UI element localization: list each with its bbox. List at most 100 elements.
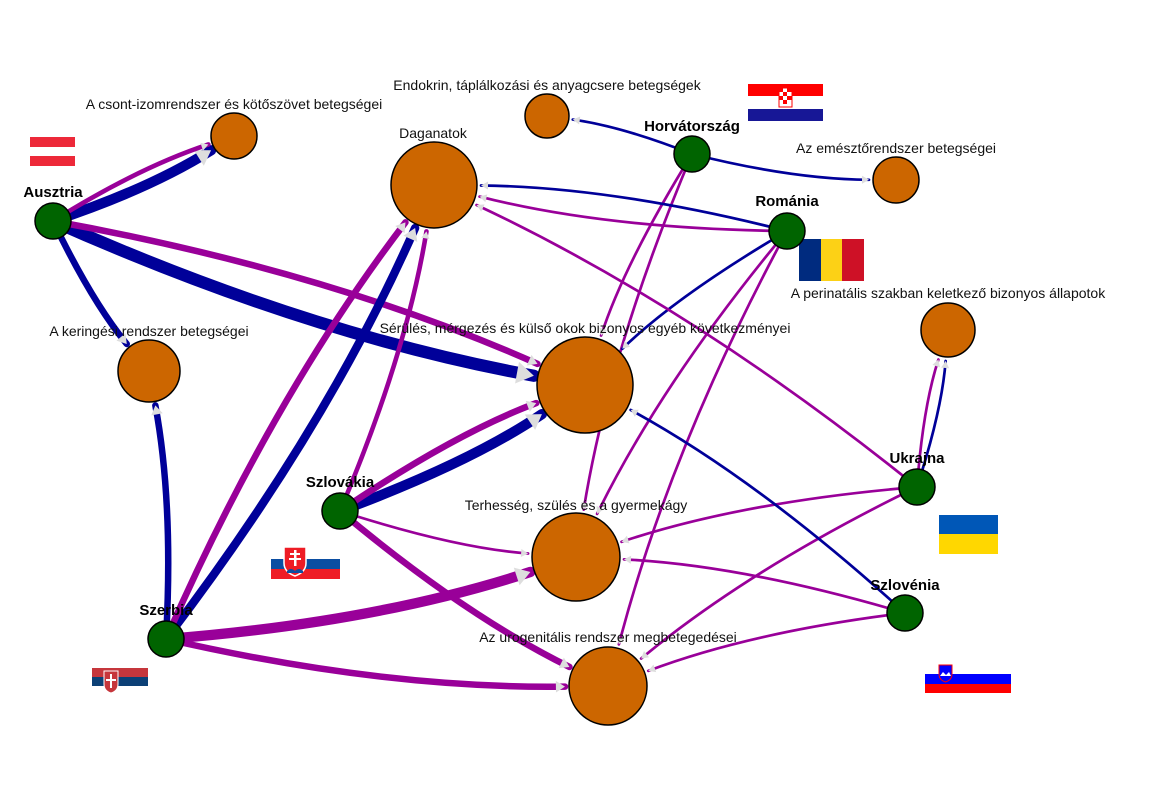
edge-ukrajna-pregnancy: [620, 485, 919, 544]
edge-romania-neoplasms: [478, 195, 789, 233]
label-neoplasms: Daganatok: [399, 125, 468, 141]
flag-austria-icon: [30, 137, 75, 166]
arrowhead: [151, 405, 163, 416]
edge-romania-neoplasms: [479, 184, 789, 233]
arrowhead: [555, 680, 566, 693]
flag-serbia-icon: [92, 668, 148, 695]
arrowhead: [193, 150, 212, 166]
edge-szlovenia-injury: [629, 408, 907, 615]
label-circulatory: A keringési rendszer betegségei: [49, 323, 248, 339]
arrowhead: [524, 414, 542, 430]
arrowhead: [403, 228, 418, 242]
node-urogenital[interactable]: [568, 646, 648, 726]
arrowhead: [200, 142, 209, 151]
edge-horvatorszag-digestive: [690, 152, 871, 182]
node-horvatorszag[interactable]: [673, 135, 711, 173]
edge-ausztria-injury: [46, 214, 540, 382]
arrowhead: [861, 175, 870, 184]
edge-szerbia-circulatory: [152, 402, 172, 643]
edge-horvatorszag-injury: [599, 152, 694, 337]
arrowhead: [616, 636, 625, 645]
label-szlovakia: Szlovákia: [306, 474, 375, 491]
arrowhead: [520, 548, 529, 557]
arrowhead: [513, 567, 531, 586]
flag-croatia-icon: [748, 84, 823, 121]
node-ausztria[interactable]: [34, 202, 72, 240]
arrowhead: [395, 222, 406, 234]
node-ukrajna[interactable]: [898, 468, 936, 506]
flag-romania-icon: [799, 239, 864, 281]
edge-szlovenia-urogenital: [646, 611, 907, 673]
arrowhead: [580, 502, 589, 510]
arrowhead: [421, 231, 430, 239]
label-endocrine: Endokrin, táplálkozási és anyagcsere bet…: [393, 77, 701, 93]
node-romania[interactable]: [768, 212, 806, 250]
node-endocrine[interactable]: [524, 93, 570, 139]
arrowhead: [479, 194, 488, 203]
node-szlovenia[interactable]: [886, 594, 924, 632]
arrowhead: [476, 204, 485, 212]
edge-romania-urogenital: [617, 229, 789, 646]
arrowhead: [596, 505, 604, 514]
arrowhead: [623, 555, 632, 564]
label-szlovenia: Szlovénia: [870, 577, 940, 594]
arrowhead: [525, 400, 537, 412]
edge-szlovakia-injury: [336, 399, 540, 515]
label-perinatal: A perinatális szakban keletkező bizonyos…: [791, 285, 1106, 301]
flag-slovenia-icon: [925, 664, 1011, 693]
arrowhead: [116, 333, 127, 344]
edge-szerbia-neoplasms: [161, 223, 420, 644]
node-szlovakia[interactable]: [321, 492, 359, 530]
arrowhead: [526, 354, 538, 366]
flag-slovakia-icon: [271, 546, 340, 579]
labels-layer: A csont-izomrendszer és kötőszövet beteg…: [23, 77, 1106, 645]
node-perinatal[interactable]: [920, 302, 976, 358]
edge-ausztria-musculoskeletal: [50, 142, 211, 224]
node-circulatory[interactable]: [117, 339, 181, 403]
label-musculoskeletal: A csont-izomrendszer és kötőszövet beteg…: [86, 96, 383, 112]
edge-szlovakia-neoplasms: [337, 229, 429, 514]
arrowhead: [621, 535, 630, 544]
arrowhead: [941, 360, 950, 369]
node-neoplasms[interactable]: [390, 141, 478, 229]
edge-szlovenia-pregnancy: [622, 558, 907, 615]
node-digestive[interactable]: [872, 156, 920, 204]
label-injury: Sérülés, mérgezés és külső okok bizonyos…: [380, 320, 791, 336]
label-ausztria: Ausztria: [23, 184, 83, 201]
edge-ukrajna-neoplasms: [475, 203, 919, 489]
arrowhead: [599, 327, 608, 336]
edge-ausztria-circulatory: [49, 217, 131, 348]
flags-layer: [30, 84, 1011, 695]
edge-romania-pregnancy: [595, 229, 789, 516]
edge-ausztria-injury: [49, 217, 541, 368]
arrowhead: [932, 359, 941, 368]
arrowhead: [480, 181, 489, 190]
arrowhead: [622, 341, 631, 349]
node-pregnancy[interactable]: [531, 512, 621, 602]
label-szerbia: Szerbia: [139, 602, 193, 619]
edges-layer: [46, 116, 950, 693]
edge-szerbia-urogenital: [162, 635, 569, 690]
label-romania: Románia: [755, 193, 819, 210]
edge-szerbia-pregnancy: [160, 566, 536, 645]
edge-ausztria-musculoskeletal: [47, 145, 217, 227]
label-digestive: Az emésztőrendszer betegségei: [796, 140, 996, 156]
edge-szlovakia-injury: [334, 408, 548, 517]
node-szerbia[interactable]: [147, 620, 185, 658]
node-injury[interactable]: [536, 336, 634, 434]
edge-szerbia-neoplasms: [162, 219, 409, 643]
arrowhead: [572, 116, 581, 125]
flag-ukraine-icon: [939, 515, 998, 554]
label-pregnancy: Terhesség, szülés és a gyermekágy: [465, 497, 688, 513]
label-ukrajna: Ukrajna: [889, 450, 945, 467]
arrowhead: [515, 361, 534, 384]
edge-szlovakia-urogenital: [336, 507, 573, 671]
edge-szlovakia-pregnancy: [338, 509, 530, 555]
nodes-layer: [34, 93, 976, 726]
label-horvatorszag: Horvátország: [644, 118, 740, 135]
arrowhead: [641, 651, 650, 659]
node-musculoskeletal[interactable]: [210, 112, 258, 160]
arrowhead: [558, 657, 570, 669]
label-urogenital: Az urogenitális rendszer megbetegedései: [479, 629, 737, 645]
